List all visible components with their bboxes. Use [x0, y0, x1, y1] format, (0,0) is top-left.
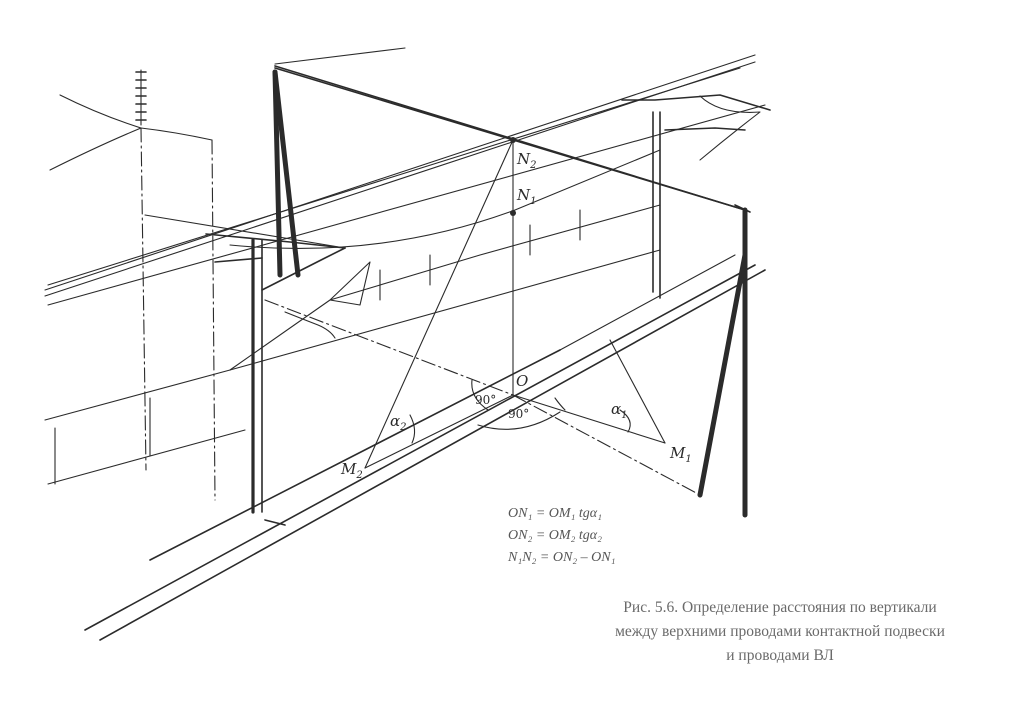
right-stay-pole	[697, 204, 751, 518]
formula-3: N₁N₂ = ON₂ – ON₁	[508, 550, 616, 565]
left-stay-pole	[272, 69, 301, 278]
construction-lines	[264, 137, 701, 496]
label-alpha1: α1	[611, 400, 628, 421]
label-angle-bottom: 90°	[508, 407, 529, 421]
formula-2: ON₂ = OM₂ tgα₂	[508, 528, 603, 543]
caption-line-3: и проводами ВЛ	[726, 647, 834, 664]
left-distant-pole	[49, 69, 216, 501]
formulas-block: ON₁ = OM₁ tgα₁ ON₂ = OM₂ tgα₂ N₁N₂ = ON₂…	[508, 503, 616, 569]
label-angle-left: 90°	[475, 393, 496, 407]
label-m2: M2	[340, 460, 363, 481]
label-n1: N1	[516, 186, 537, 207]
bridge-wall	[44, 204, 661, 485]
formula-1: ON₁ = OM₁ tgα₁	[508, 506, 603, 521]
label-m1: M1	[669, 444, 692, 465]
overhead-line-wires	[274, 47, 746, 211]
label-o: O	[516, 372, 528, 390]
label-alpha2: α2	[390, 412, 407, 433]
label-n2: N2	[516, 150, 537, 171]
left-mast	[205, 233, 346, 526]
caption-line-1: Рис. 5.6. Определение расстояния по верт…	[623, 599, 937, 616]
caption-line-2: между верхними проводами контактной подв…	[615, 623, 945, 640]
point-labels: N2 N1 O M1 M2 α1 α2 90° 90°	[340, 150, 692, 481]
rails	[84, 254, 766, 641]
catenary-wires	[44, 54, 766, 306]
figure-caption: Рис. 5.6. Определение расстояния по верт…	[540, 596, 1020, 668]
right-mast	[621, 94, 771, 299]
